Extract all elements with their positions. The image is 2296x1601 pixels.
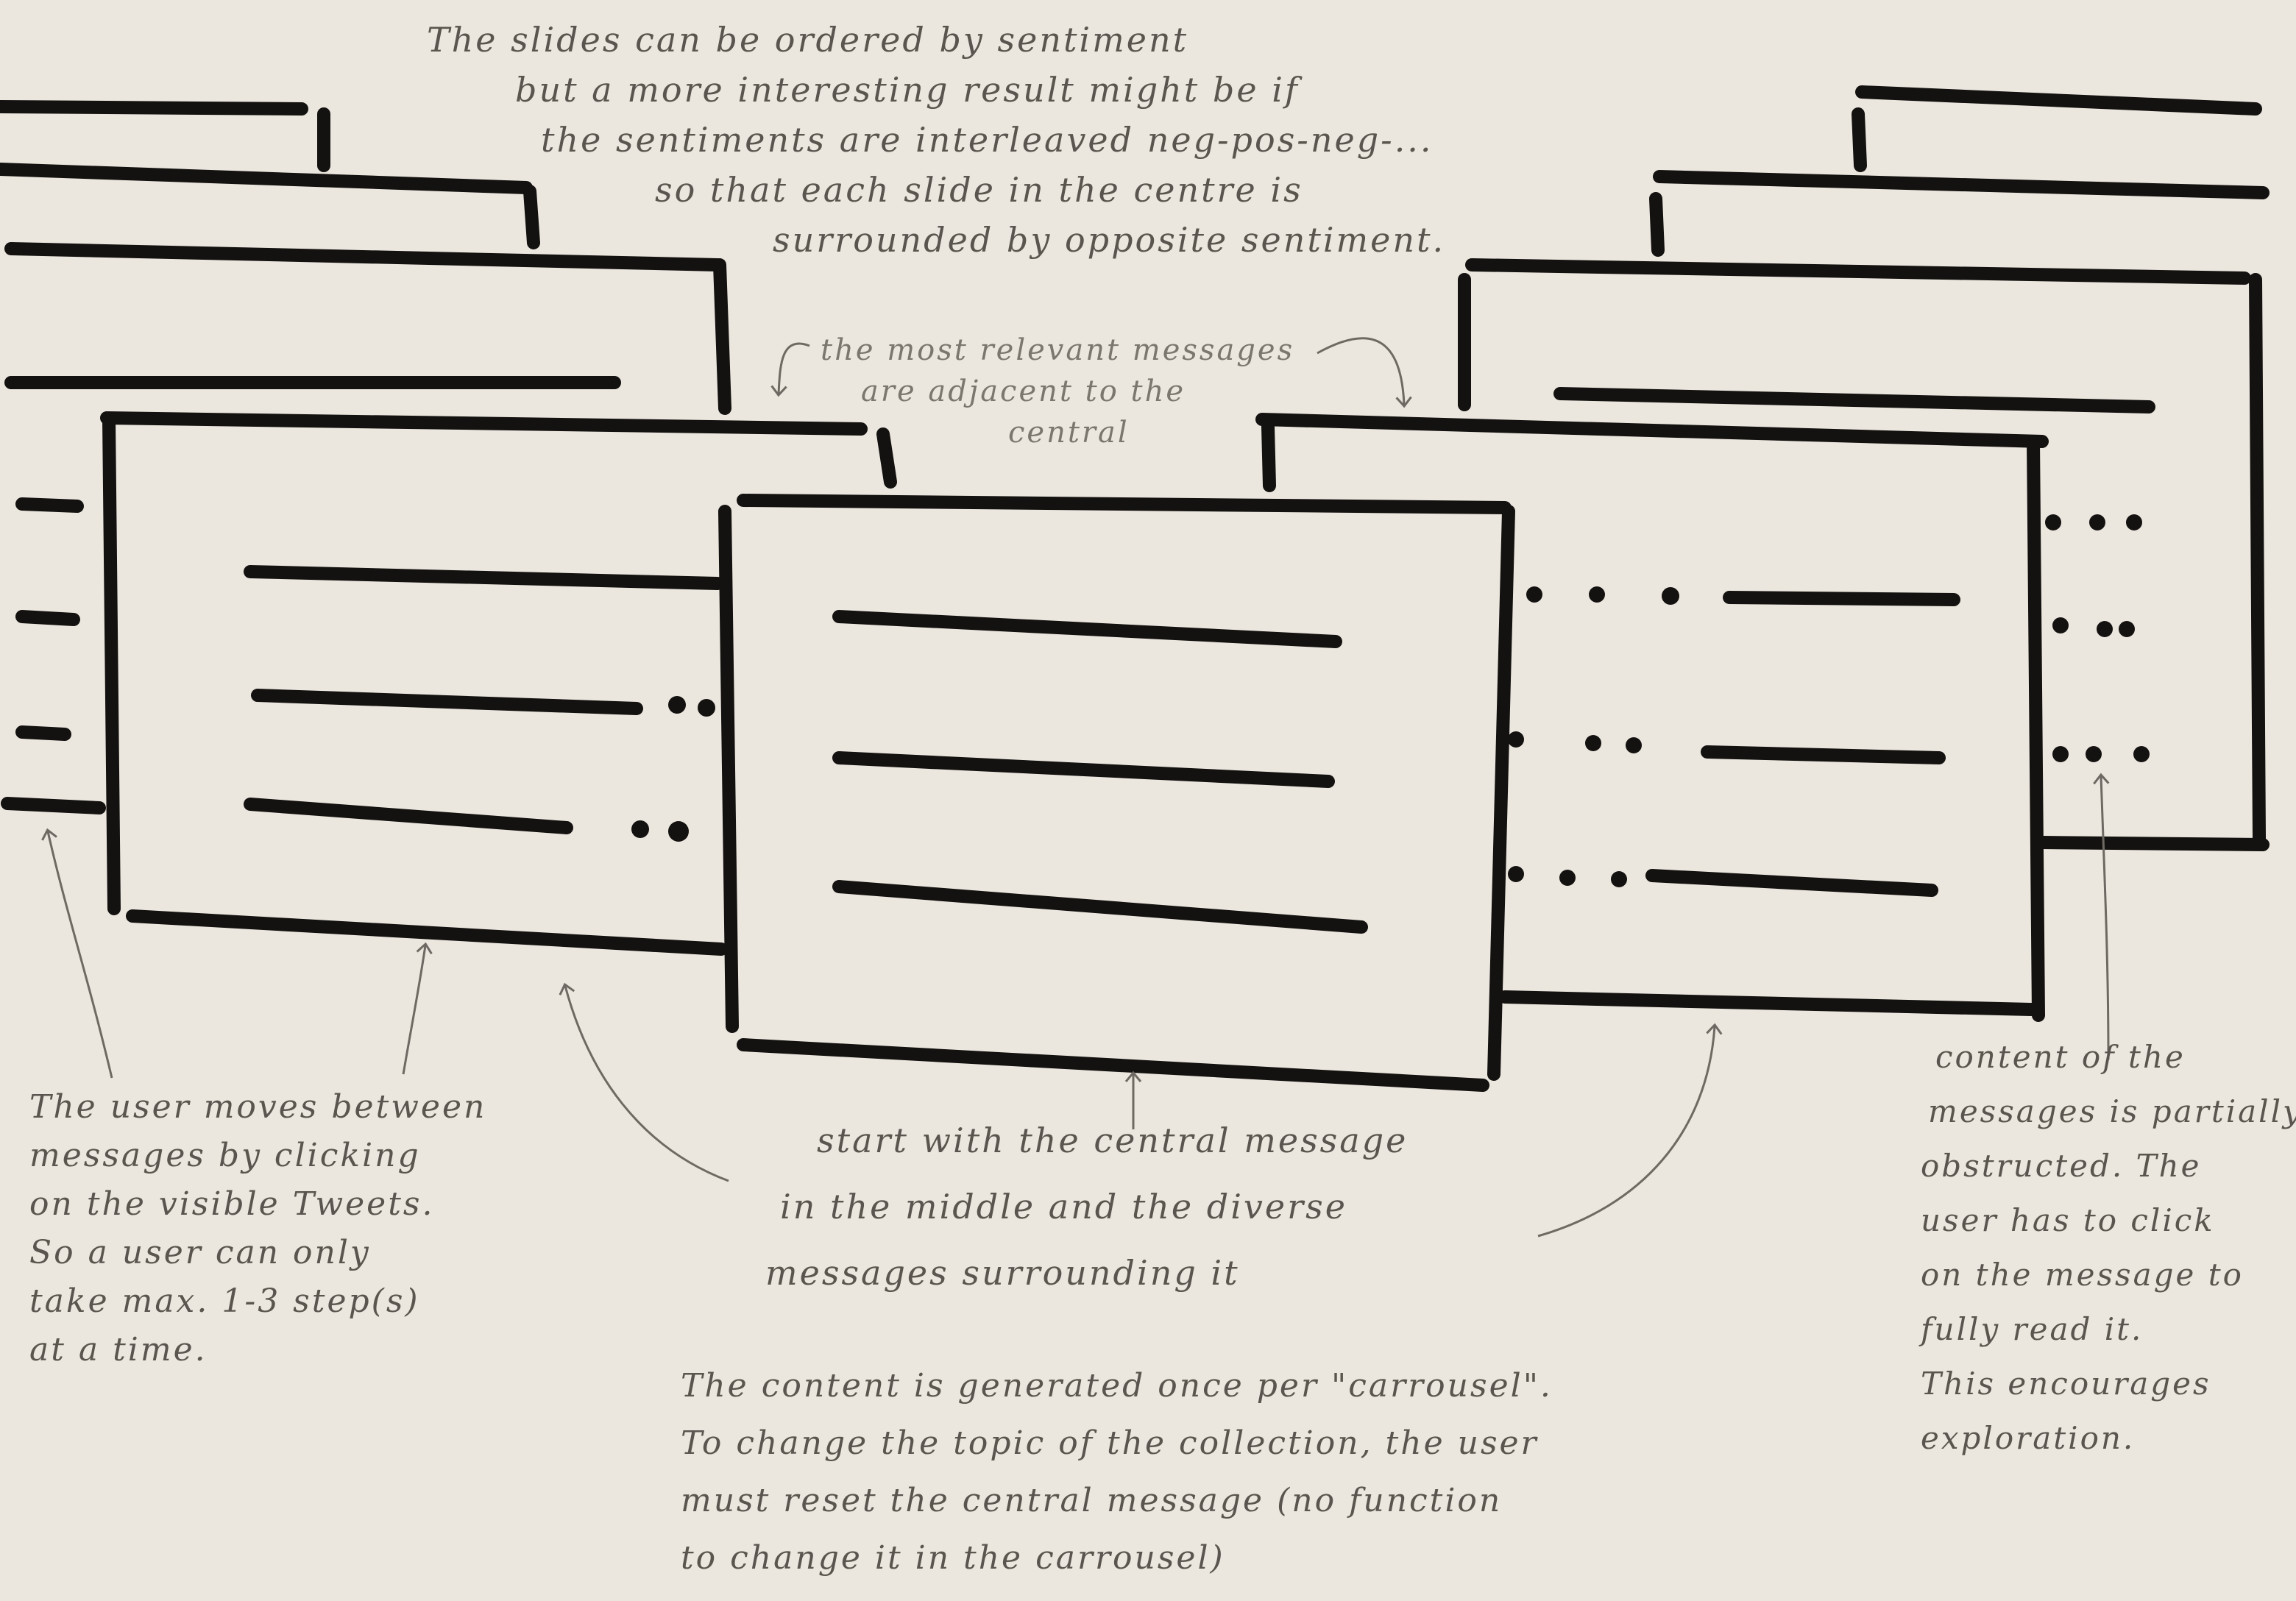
annotation-arrows — [41, 337, 2110, 1238]
note-line: are adjacent to the — [861, 374, 1186, 408]
note-line: so that each slide in the centre is — [655, 170, 1303, 210]
note-content-generated: The content is generated once per "carro… — [681, 1357, 1553, 1587]
slide-central[interactable] — [718, 494, 1515, 1092]
note-relevant-adjacent: the most relevant messages are adjacent … — [821, 330, 1294, 453]
note-line: on the visible Tweets. — [29, 1185, 435, 1223]
arrow-central-left — [559, 982, 729, 1182]
slide-left-near-dots — [631, 696, 715, 842]
note-line: in the middle and the diverse — [780, 1187, 1347, 1227]
note-line: must reset the central message (no funct… — [681, 1482, 1503, 1519]
note-line: The user moves between — [29, 1088, 487, 1126]
slide-left-far-text[interactable] — [1, 497, 106, 814]
note-line: surrounded by opposite sentiment. — [773, 220, 1446, 260]
slide-right-near-dots — [1508, 586, 1679, 887]
note-line: central — [1008, 416, 1130, 450]
note-user-moves: The user moves between messages by click… — [29, 1083, 486, 1374]
note-line: fully read it. — [1921, 1311, 2144, 1347]
note-line: the most relevant messages — [821, 333, 1295, 367]
slide-right-far[interactable] — [1458, 85, 2270, 851]
note-line: The content is generated once per "carro… — [681, 1367, 1553, 1405]
slide-right-far-dots — [2045, 514, 2150, 762]
note-line: content of the — [1935, 1039, 2186, 1075]
note-sentiment-order: The slides can be ordered by sentiment b… — [427, 15, 1445, 265]
arrow-relevant-right — [1317, 337, 1412, 408]
note-line: messages by clicking — [29, 1137, 421, 1174]
note-partially-obstructed: content of the messages is partially obs… — [1921, 1030, 2296, 1466]
note-line: So a user can only — [29, 1234, 371, 1271]
note-line: on the message to — [1921, 1257, 2244, 1293]
note-line: at a time. — [29, 1331, 208, 1369]
slide-right-near[interactable] — [1255, 413, 2049, 1022]
note-line: user has to click — [1921, 1202, 2215, 1238]
note-line: This encourages — [1921, 1366, 2211, 1402]
note-line: exploration. — [1921, 1420, 2136, 1456]
note-line: The slides can be ordered by sentiment — [427, 20, 1189, 60]
note-line: messages surrounding it — [765, 1253, 1240, 1293]
note-line: messages is partially — [1928, 1093, 2296, 1129]
arrow-left-near — [402, 942, 433, 1075]
slide-left-near[interactable] — [100, 411, 897, 956]
note-line: obstructed. The — [1921, 1148, 2202, 1184]
arrow-relevant-left — [770, 342, 810, 397]
slide-left-far[interactable] — [0, 100, 731, 415]
arrow-central-right — [1537, 1023, 1723, 1238]
note-line: take max. 1-3 step(s) — [29, 1282, 420, 1320]
note-line: the sentiments are interleaved neg-pos-n… — [541, 120, 1434, 160]
arrow-left-slide — [41, 828, 113, 1079]
note-line: start with the central message — [817, 1121, 1409, 1160]
note-line: To change the topic of the collection, t… — [681, 1424, 1539, 1462]
arrow-obstructed — [2093, 773, 2110, 1060]
note-central-start: start with the central message in the mi… — [765, 1107, 1408, 1306]
note-line: but a more interesting result might be i… — [515, 70, 1300, 110]
note-line: to change it in the carrousel) — [681, 1539, 1225, 1577]
